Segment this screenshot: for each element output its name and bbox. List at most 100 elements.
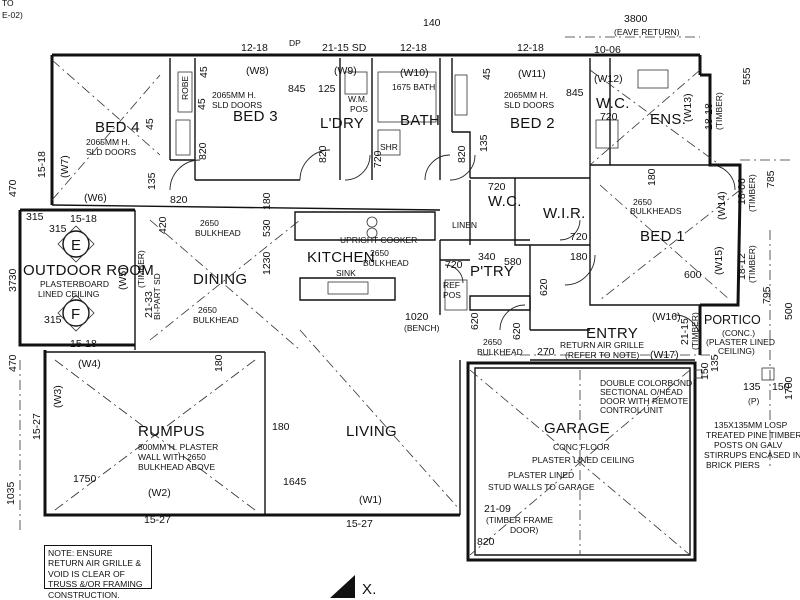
svg-text:3730: 3730 (7, 268, 19, 292)
svg-text:580: 580 (504, 256, 522, 268)
svg-text:150: 150 (699, 362, 711, 380)
svg-text:BRICK PIERS: BRICK PIERS (706, 460, 760, 470)
window-w16: (W16) (652, 311, 681, 323)
svg-text:(TIMBER): (TIMBER) (747, 245, 757, 283)
label-rumpus: RUMPUS (138, 423, 205, 440)
svg-text:3800: 3800 (624, 13, 648, 25)
svg-text:1035: 1035 (5, 481, 17, 505)
svg-text:2650: 2650 (370, 248, 389, 258)
svg-text:845: 845 (288, 83, 306, 95)
svg-text:WALL WITH 2650: WALL WITH 2650 (138, 452, 206, 462)
svg-text:45: 45 (144, 118, 156, 130)
window-w11: (W11) (518, 68, 546, 80)
svg-text:1230: 1230 (261, 251, 273, 275)
label-portico: PORTICO (704, 313, 761, 327)
svg-text:2650: 2650 (200, 218, 219, 228)
label-living: LIVING (346, 423, 397, 440)
door-swings (169, 149, 736, 341)
svg-text:18-12: 18-12 (736, 253, 748, 280)
svg-text:1020: 1020 (405, 311, 429, 323)
label-wir: W.I.R. (543, 205, 586, 222)
svg-text:SLD DOORS: SLD DOORS (212, 100, 262, 110)
svg-text:SLD DOORS: SLD DOORS (504, 100, 554, 110)
svg-text:720: 720 (488, 181, 506, 193)
label-ens: ENS. (650, 111, 686, 128)
svg-text:15-27: 15-27 (31, 413, 43, 440)
svg-text:BULKHEAD: BULKHEAD (477, 347, 523, 357)
svg-text:SHR: SHR (380, 142, 398, 152)
svg-text:2650: 2650 (198, 305, 217, 315)
svg-text:2650: 2650 (633, 197, 652, 207)
svg-text:720: 720 (570, 231, 588, 243)
svg-text:ROBE: ROBE (180, 76, 190, 100)
svg-text:15-18: 15-18 (70, 213, 97, 225)
svg-text:135: 135 (478, 134, 490, 152)
svg-text:(CONC.): (CONC.) (722, 328, 755, 338)
svg-text:140: 140 (423, 17, 441, 29)
svg-text:2065MM H.: 2065MM H. (86, 137, 130, 147)
svg-text:150: 150 (772, 381, 790, 393)
svg-text:845: 845 (566, 87, 584, 99)
svg-text:(PLASTER LINED: (PLASTER LINED (706, 337, 775, 347)
label-bed1: BED 1 (640, 228, 685, 245)
svg-text:DP: DP (289, 38, 301, 48)
svg-text:CONC FLOOR: CONC FLOOR (553, 442, 610, 452)
svg-text:530: 530 (261, 219, 273, 237)
svg-text:315: 315 (49, 223, 67, 235)
svg-text:1750: 1750 (73, 473, 97, 485)
svg-text:BULKHEAD: BULKHEAD (193, 315, 239, 325)
svg-text:1675 BATH: 1675 BATH (392, 82, 435, 92)
svg-text:12-18: 12-18 (241, 42, 268, 54)
svg-text:470: 470 (7, 354, 19, 372)
svg-text:E-02): E-02) (2, 10, 23, 20)
window-w6: (W6) (84, 192, 107, 204)
svg-text:795: 795 (761, 286, 773, 304)
window-w10: (W10) (400, 67, 429, 79)
window-w5: (W5) (117, 267, 129, 290)
svg-text:820: 820 (456, 145, 468, 163)
svg-text:LINEN: LINEN (452, 220, 477, 230)
dimensions: 140 3800 (EAVE RETURN) 12-18 21-15 SD 12… (5, 13, 795, 548)
svg-text:(TIMBER): (TIMBER) (136, 250, 146, 288)
svg-text:1700: 1700 (783, 376, 795, 400)
svg-text:820: 820 (197, 142, 209, 160)
svg-text:21-09: 21-09 (484, 503, 511, 515)
svg-text:BI-PART SD: BI-PART SD (152, 273, 162, 320)
svg-text:45: 45 (198, 66, 210, 78)
svg-text:340: 340 (478, 251, 496, 263)
svg-text:SECTIONAL O/HEAD: SECTIONAL O/HEAD (600, 387, 683, 397)
label-bath: BATH (400, 112, 440, 129)
svg-text:820: 820 (170, 194, 188, 206)
svg-text:820: 820 (317, 145, 329, 163)
svg-text:785: 785 (765, 170, 777, 188)
svg-text:315: 315 (44, 314, 62, 326)
svg-text:18-06: 18-06 (736, 178, 748, 205)
svg-text:PLASTER LINED CEILING: PLASTER LINED CEILING (532, 455, 635, 465)
svg-text:21-15 SD: 21-15 SD (322, 42, 367, 54)
svg-text:CONTROL UNIT: CONTROL UNIT (600, 405, 663, 415)
svg-text:21-33: 21-33 (143, 291, 155, 318)
label-bed3: BED 3 (233, 108, 278, 125)
svg-text:CEILING): CEILING) (718, 346, 755, 356)
svg-text:600: 600 (684, 269, 702, 281)
roof-lines (19, 36, 790, 556)
svg-text:15-27: 15-27 (346, 518, 373, 530)
svg-text:180: 180 (646, 168, 658, 186)
svg-text:POS: POS (443, 290, 461, 300)
svg-text:STUD WALLS TO GARAGE: STUD WALLS TO GARAGE (488, 482, 595, 492)
svg-text:(REFER TO NOTE): (REFER TO NOTE) (565, 350, 639, 360)
label-wc-top: W.C. (596, 95, 630, 112)
svg-text:DOUBLE COLORBOND: DOUBLE COLORBOND (600, 378, 692, 388)
window-w15: (W15) (713, 246, 725, 275)
svg-text:(BENCH): (BENCH) (404, 323, 440, 333)
svg-text:720: 720 (372, 150, 384, 168)
label-bed2: BED 2 (510, 115, 555, 132)
marker-f: F (71, 306, 80, 323)
svg-text:15-18: 15-18 (36, 151, 48, 178)
window-w3: (W3) (52, 385, 64, 408)
svg-text:720: 720 (600, 111, 618, 123)
svg-text:DOOR): DOOR) (510, 525, 539, 535)
svg-text:270: 270 (537, 346, 555, 358)
window-w12: (W12) (594, 73, 623, 85)
